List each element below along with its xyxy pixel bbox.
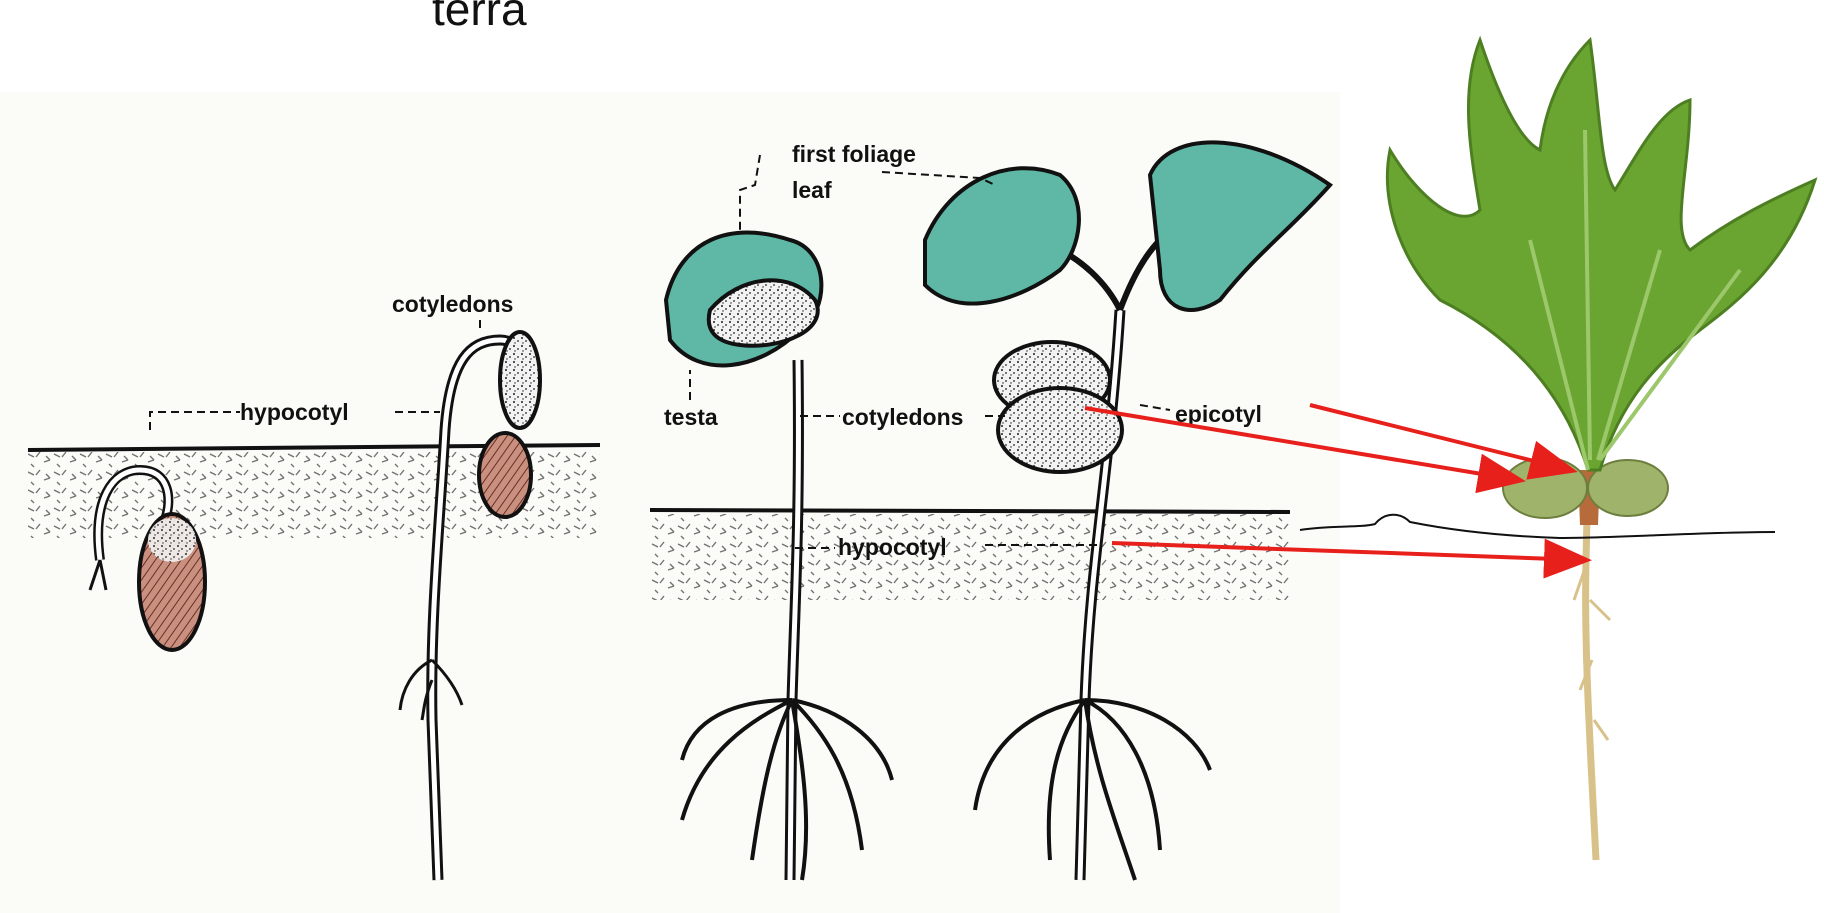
label-epicotyl: epicotyl: [1175, 401, 1262, 427]
label-cotyledons-mid: cotyledons: [842, 404, 963, 430]
label-hypocotyl-bottom: hypocotyl: [838, 534, 947, 560]
arrow-epicotyl: [1310, 405, 1570, 470]
label-leaf: leaf: [792, 177, 832, 203]
soil-right: [650, 510, 1290, 600]
label-testa: testa: [664, 404, 718, 430]
label-cotyledons-top: cotyledons: [392, 291, 513, 317]
label-first-foliage: first foliage: [792, 141, 916, 167]
seedling-photo: [1387, 40, 1815, 860]
label-hypocotyl-left: hypocotyl: [240, 399, 349, 425]
